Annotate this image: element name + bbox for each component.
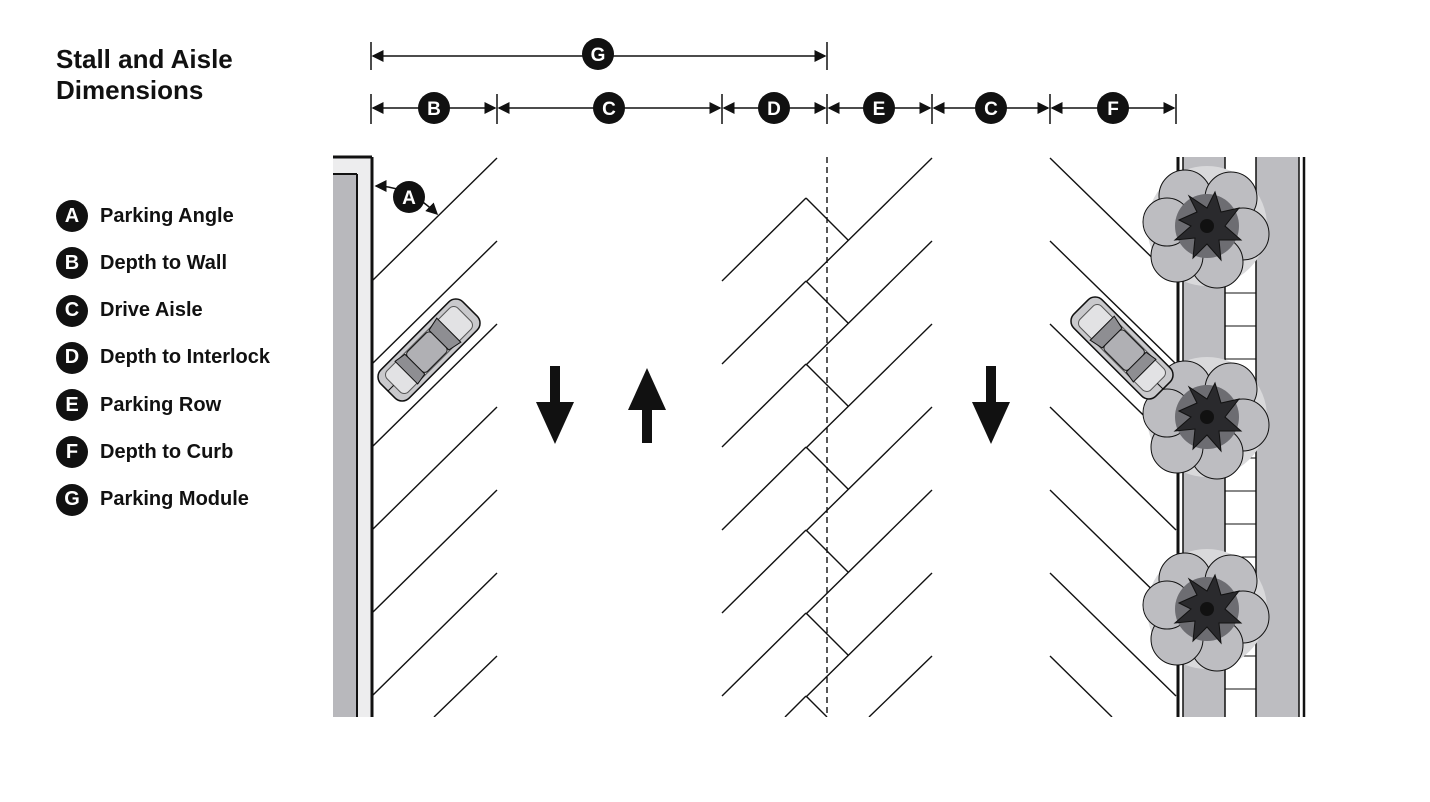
- arrow-down-icon: [972, 366, 1010, 444]
- parking-angle-indicator: A: [374, 180, 439, 216]
- stall-lines-left-row: [372, 157, 498, 717]
- legend-badge: C: [56, 294, 88, 327]
- badge-a-letter: A: [402, 188, 416, 209]
- title-line-2: Dimensions: [56, 75, 204, 105]
- legend-badge: E: [56, 389, 88, 422]
- badge-g: G: [582, 38, 614, 70]
- legend-item-parking-row: E Parking Row: [56, 389, 270, 422]
- legend-item-depth-to-interlock: D Depth to Interlock: [56, 341, 271, 374]
- legend-badge: D: [56, 341, 88, 374]
- badge-d-letter: D: [767, 99, 781, 120]
- legend: A Parking Angle B Depth to Wall C Drive Ais…: [56, 200, 270, 531]
- badge-b: B: [418, 92, 450, 124]
- legend-label: Depth to Wall: [100, 251, 228, 274]
- legend-badge: A: [56, 200, 88, 232]
- badge-f: F: [1097, 92, 1129, 124]
- arrow-up-icon: [628, 368, 666, 443]
- badge-f-letter: F: [1107, 99, 1119, 120]
- arrow-down-icon: [536, 366, 574, 444]
- legend-badge: G: [56, 483, 88, 516]
- legend-label: Depth to Interlock: [100, 346, 271, 369]
- stall-lines: [372, 157, 1177, 717]
- badge-c-right: C: [975, 92, 1007, 124]
- badge-c-right-letter: C: [984, 99, 998, 120]
- legend-item-drive-aisle: C Drive Aisle: [56, 294, 270, 327]
- car-icon: [377, 298, 481, 402]
- legend-item-depth-to-wall: B Depth to Wall: [56, 247, 270, 280]
- tree-icon: [1142, 549, 1270, 672]
- legend-badge: F: [56, 436, 88, 469]
- title-line-1: Stall and Aisle: [56, 44, 233, 74]
- legend-item-parking-angle: A Parking Angle: [56, 200, 270, 232]
- building-wall: [333, 155, 374, 717]
- car-icon: [1070, 296, 1174, 400]
- diagram-title: Stall and Aisle Dimensions: [56, 44, 233, 106]
- legend-label: Parking Angle: [100, 204, 234, 227]
- badge-c-left-letter: C: [602, 99, 616, 120]
- legend-item-depth-to-curb: F Depth to Curb: [56, 436, 270, 469]
- badge-b-letter: B: [427, 99, 441, 120]
- badge-c-left: C: [593, 92, 625, 124]
- tree-icon: [1142, 166, 1270, 289]
- legend-item-parking-module: G Parking Module: [56, 483, 270, 516]
- legend-label: Drive Aisle: [100, 299, 203, 322]
- tree-icon: [1142, 357, 1270, 480]
- legend-badge: B: [56, 247, 88, 280]
- badge-e: E: [863, 92, 895, 124]
- legend-label: Parking Module: [100, 488, 249, 511]
- badge-e-letter: E: [873, 99, 886, 120]
- badge-d: D: [758, 92, 790, 124]
- legend-label: Depth to Curb: [100, 440, 234, 463]
- legend-label: Parking Row: [100, 393, 222, 416]
- badge-g-letter: G: [591, 45, 606, 66]
